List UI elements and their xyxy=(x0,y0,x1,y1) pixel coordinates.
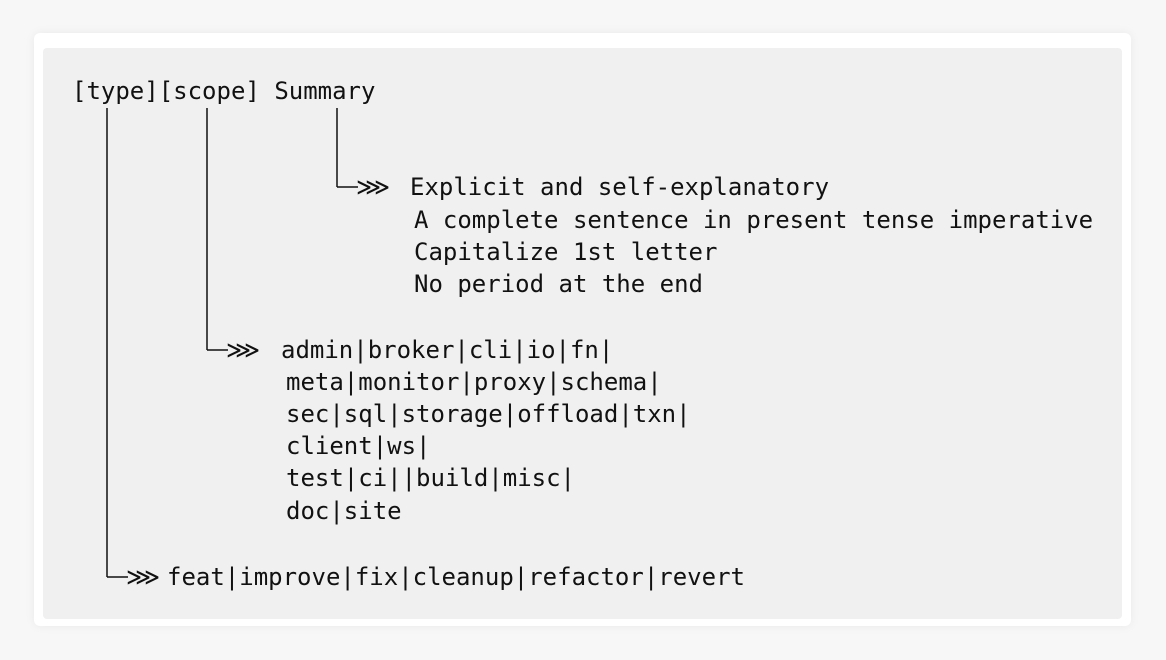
type-arrow-icon: ⋙ xyxy=(126,563,161,591)
type-values-line: feat|improve|fix|cleanup|refactor|revert xyxy=(167,563,745,591)
scope-values-line: sec|sql|storage|offload|txn| xyxy=(286,400,691,428)
code-block xyxy=(43,48,1122,619)
type-label: [type] xyxy=(72,77,159,105)
summary-rule: Explicit and self-explanatory xyxy=(410,173,830,201)
scope-values-line: meta|monitor|proxy|schema| xyxy=(286,368,662,396)
summary-rule: A complete sentence in present tense imp… xyxy=(414,206,1094,234)
summary-label: Summary xyxy=(274,77,376,105)
summary-rule: Capitalize 1st letter xyxy=(414,238,718,266)
scope-values-line: client|ws| xyxy=(286,432,431,460)
summary-arrow-icon: ⋙ xyxy=(356,173,391,201)
commit-header: [type][scope] Summary xyxy=(72,75,375,107)
card xyxy=(34,33,1131,626)
scope-label: [scope] xyxy=(158,77,260,105)
scope-values-line: admin|broker|cli|io|fn| xyxy=(281,336,614,364)
scope-values-line: doc|site xyxy=(286,497,402,525)
summary-rule: No period at the end xyxy=(414,270,703,298)
scope-arrow-icon: ⋙ xyxy=(226,336,261,364)
scope-values-line: test|ci||build|misc| xyxy=(286,464,575,492)
